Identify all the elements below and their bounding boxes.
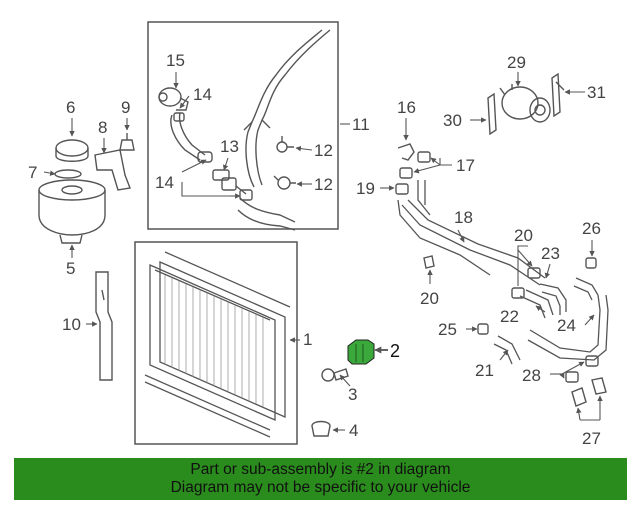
tank-bracket[interactable] — [94, 149, 131, 191]
callout-11: 11 — [352, 115, 370, 134]
pump-bracket-30[interactable] — [487, 92, 497, 136]
callout-14-lower: 14 — [155, 173, 174, 192]
bracket-27-a[interactable] — [571, 387, 587, 407]
callout-6: 6 — [66, 98, 75, 117]
callout-20-left: 20 — [420, 289, 439, 308]
hose-24[interactable] — [527, 277, 609, 361]
radiator-group-box — [134, 241, 298, 445]
clip-28-a[interactable] — [585, 355, 599, 367]
hose-21[interactable] — [493, 335, 521, 365]
callout-23: 23 — [541, 244, 560, 263]
callout-12-lower: 12 — [314, 175, 333, 194]
callout-26: 26 — [582, 219, 601, 238]
callout-13: 13 — [220, 137, 239, 156]
callout-14-upper: 14 — [193, 85, 212, 104]
callout-5: 5 — [66, 259, 75, 278]
notice-banner: Part or sub-assembly is #2 in diagram Di… — [14, 458, 627, 500]
callout-4: 4 — [349, 421, 358, 440]
cap-seal-ring[interactable] — [54, 169, 82, 179]
clip-17-b[interactable] — [399, 167, 413, 179]
radiator-fins — [164, 275, 264, 407]
clip-26[interactable] — [585, 257, 597, 269]
radiator[interactable] — [144, 251, 291, 438]
callout-8: 8 — [98, 118, 107, 137]
auxiliary-water-pump[interactable] — [499, 84, 551, 123]
hose-clamp-12-lower[interactable] — [273, 175, 296, 190]
callout-2: 2 — [390, 341, 400, 361]
callout-19: 19 — [356, 179, 375, 198]
callout-9: 9 — [121, 98, 130, 117]
coolant-expansion-tank[interactable] — [38, 179, 106, 244]
clip-28-b[interactable] — [565, 371, 579, 383]
hose-elbow-16[interactable] — [397, 143, 415, 161]
highlighted-part-2[interactable] — [347, 339, 375, 365]
fastener-3[interactable] — [321, 368, 349, 382]
callout-10: 10 — [62, 315, 81, 334]
banner-line-1: Part or sub-assembly is #2 in diagram — [190, 461, 451, 478]
bracket-27-b[interactable] — [591, 377, 607, 395]
cap-4[interactable] — [311, 420, 331, 437]
connector-20-left[interactable] — [423, 255, 435, 269]
callout-30: 30 — [443, 111, 462, 130]
pump-bracket-31[interactable] — [551, 72, 565, 118]
clip-19[interactable] — [395, 183, 409, 195]
clip-17-a[interactable] — [417, 151, 431, 163]
callout-27: 27 — [582, 429, 601, 448]
clip-25[interactable] — [477, 323, 489, 335]
callout-12-upper: 12 — [314, 141, 333, 160]
banner-line-2: Diagram may not be specific to your vehi… — [170, 479, 471, 496]
callout-1: 1 — [303, 330, 312, 349]
callout-20-right: 20 — [514, 226, 533, 245]
upper-coolant-hose[interactable] — [243, 29, 331, 188]
callout-labels: 1 2 3 4 5 6 7 8 9 10 11 12 12 13 14 14 1… — [28, 51, 606, 448]
expansion-tank-cap[interactable] — [55, 139, 89, 162]
small-hose-assembly[interactable] — [158, 87, 213, 163]
air-guide-seal[interactable] — [95, 271, 113, 381]
callout-21: 21 — [475, 361, 494, 380]
callout-28: 28 — [522, 366, 541, 385]
connector-20-right[interactable] — [511, 267, 541, 299]
hose-clamp-12-upper[interactable] — [276, 136, 294, 153]
lower-connecting-hose[interactable] — [237, 197, 296, 231]
callout-24: 24 — [557, 316, 576, 335]
bracket-bolt[interactable] — [119, 133, 135, 151]
callout-25: 25 — [438, 320, 457, 339]
callout-31: 31 — [587, 83, 606, 102]
callout-16: 16 — [397, 98, 416, 117]
callout-29: 29 — [507, 53, 526, 72]
hose-group-box — [147, 21, 339, 230]
hose-23[interactable] — [539, 283, 567, 315]
callout-17: 17 — [456, 156, 475, 175]
callout-18: 18 — [454, 208, 473, 227]
callout-7: 7 — [28, 163, 37, 182]
callout-3: 3 — [348, 385, 357, 404]
callout-22: 22 — [500, 307, 519, 326]
hose-22[interactable] — [519, 289, 554, 319]
callout-15: 15 — [166, 51, 185, 70]
